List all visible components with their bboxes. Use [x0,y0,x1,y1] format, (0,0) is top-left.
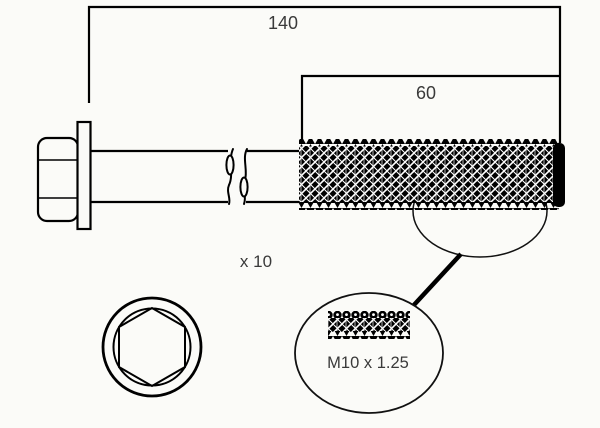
thread-sample-loops [328,311,410,321]
thread-spec-label: M10 x 1.25 [327,354,409,372]
thread-crest-bottom [299,202,559,210]
bolt-head-front-view [101,296,203,398]
threaded-section [299,139,565,210]
thread-sample-body [328,318,410,332]
bolt-side-view [36,120,565,231]
thread-profile-sample [328,311,410,339]
shank-segment-2 [246,149,303,204]
thread-sample-teeth [328,331,410,339]
dimension-label-60: 60 [416,83,436,103]
shank-break-symbol [225,148,249,205]
dimension-thread-length: 60 [300,74,560,140]
hexagon-outline [118,306,186,388]
head-inner-circle [112,307,192,387]
shank-segment-1 [91,149,228,204]
thread-end-cap [553,143,565,207]
thread-detail-callout: M10 x 1.25 [294,252,463,414]
hex-head-facet-lines [38,159,77,199]
thread-crest-top [299,139,559,147]
flange-outer-circle [101,296,203,398]
dimension-label-140: 140 [268,13,298,33]
flange [76,120,92,231]
quantity-label: x 10 [240,252,272,271]
leader-line [411,252,463,308]
hex-head-side [36,136,80,223]
thread-body [299,146,559,203]
dimension-line-60 [300,74,560,140]
